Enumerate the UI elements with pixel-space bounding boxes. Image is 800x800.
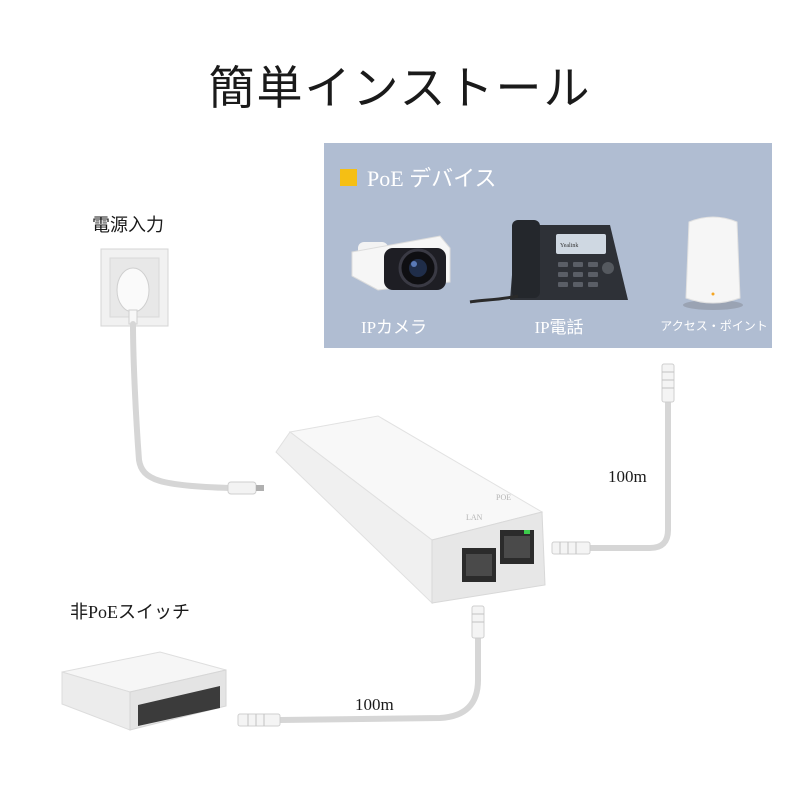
- panel-title: PoE デバイス: [367, 166, 497, 191]
- power-input-label: 電源入力: [92, 215, 164, 235]
- poe-device-cable: [585, 397, 671, 551]
- panel-header: PoE デバイス: [340, 161, 497, 193]
- device-label-ip-phone: IP電話: [534, 318, 584, 337]
- rj45-connector-right-icon: [551, 541, 591, 555]
- phone-screen-text: Yealink: [560, 243, 578, 249]
- page-title: 簡単インストール: [208, 63, 592, 114]
- device-label-access-point: アクセス・ポイント: [660, 319, 768, 333]
- rj45-connector-bottom-icon: [471, 605, 485, 639]
- poe-injector-icon: LAN POE: [275, 415, 546, 605]
- non-poe-switch-label: 非PoEスイッチ: [70, 602, 191, 622]
- ip-phone-icon: Yealink: [469, 220, 628, 304]
- port-label-lan: LAN: [466, 513, 483, 522]
- ip-camera-icon: [351, 235, 451, 291]
- rj45-connector-left-icon: [237, 713, 281, 727]
- wall-socket-icon: [100, 248, 169, 327]
- network-switch-icon: [61, 651, 227, 731]
- device-label-ip-camera: IPカメラ: [360, 318, 428, 337]
- marker-square-icon: [340, 168, 357, 186]
- dc-plug-icon: [227, 481, 264, 495]
- access-point-icon: [683, 216, 743, 310]
- switch-cable: [277, 633, 481, 723]
- rj45-connector-top-icon: [661, 363, 675, 403]
- power-cable: [130, 321, 233, 491]
- cable-length-label-device: 100m: [608, 467, 647, 486]
- cable-length-label-switch: 100m: [355, 695, 394, 714]
- cables: [130, 321, 671, 723]
- port-label-poe: POE: [496, 493, 511, 502]
